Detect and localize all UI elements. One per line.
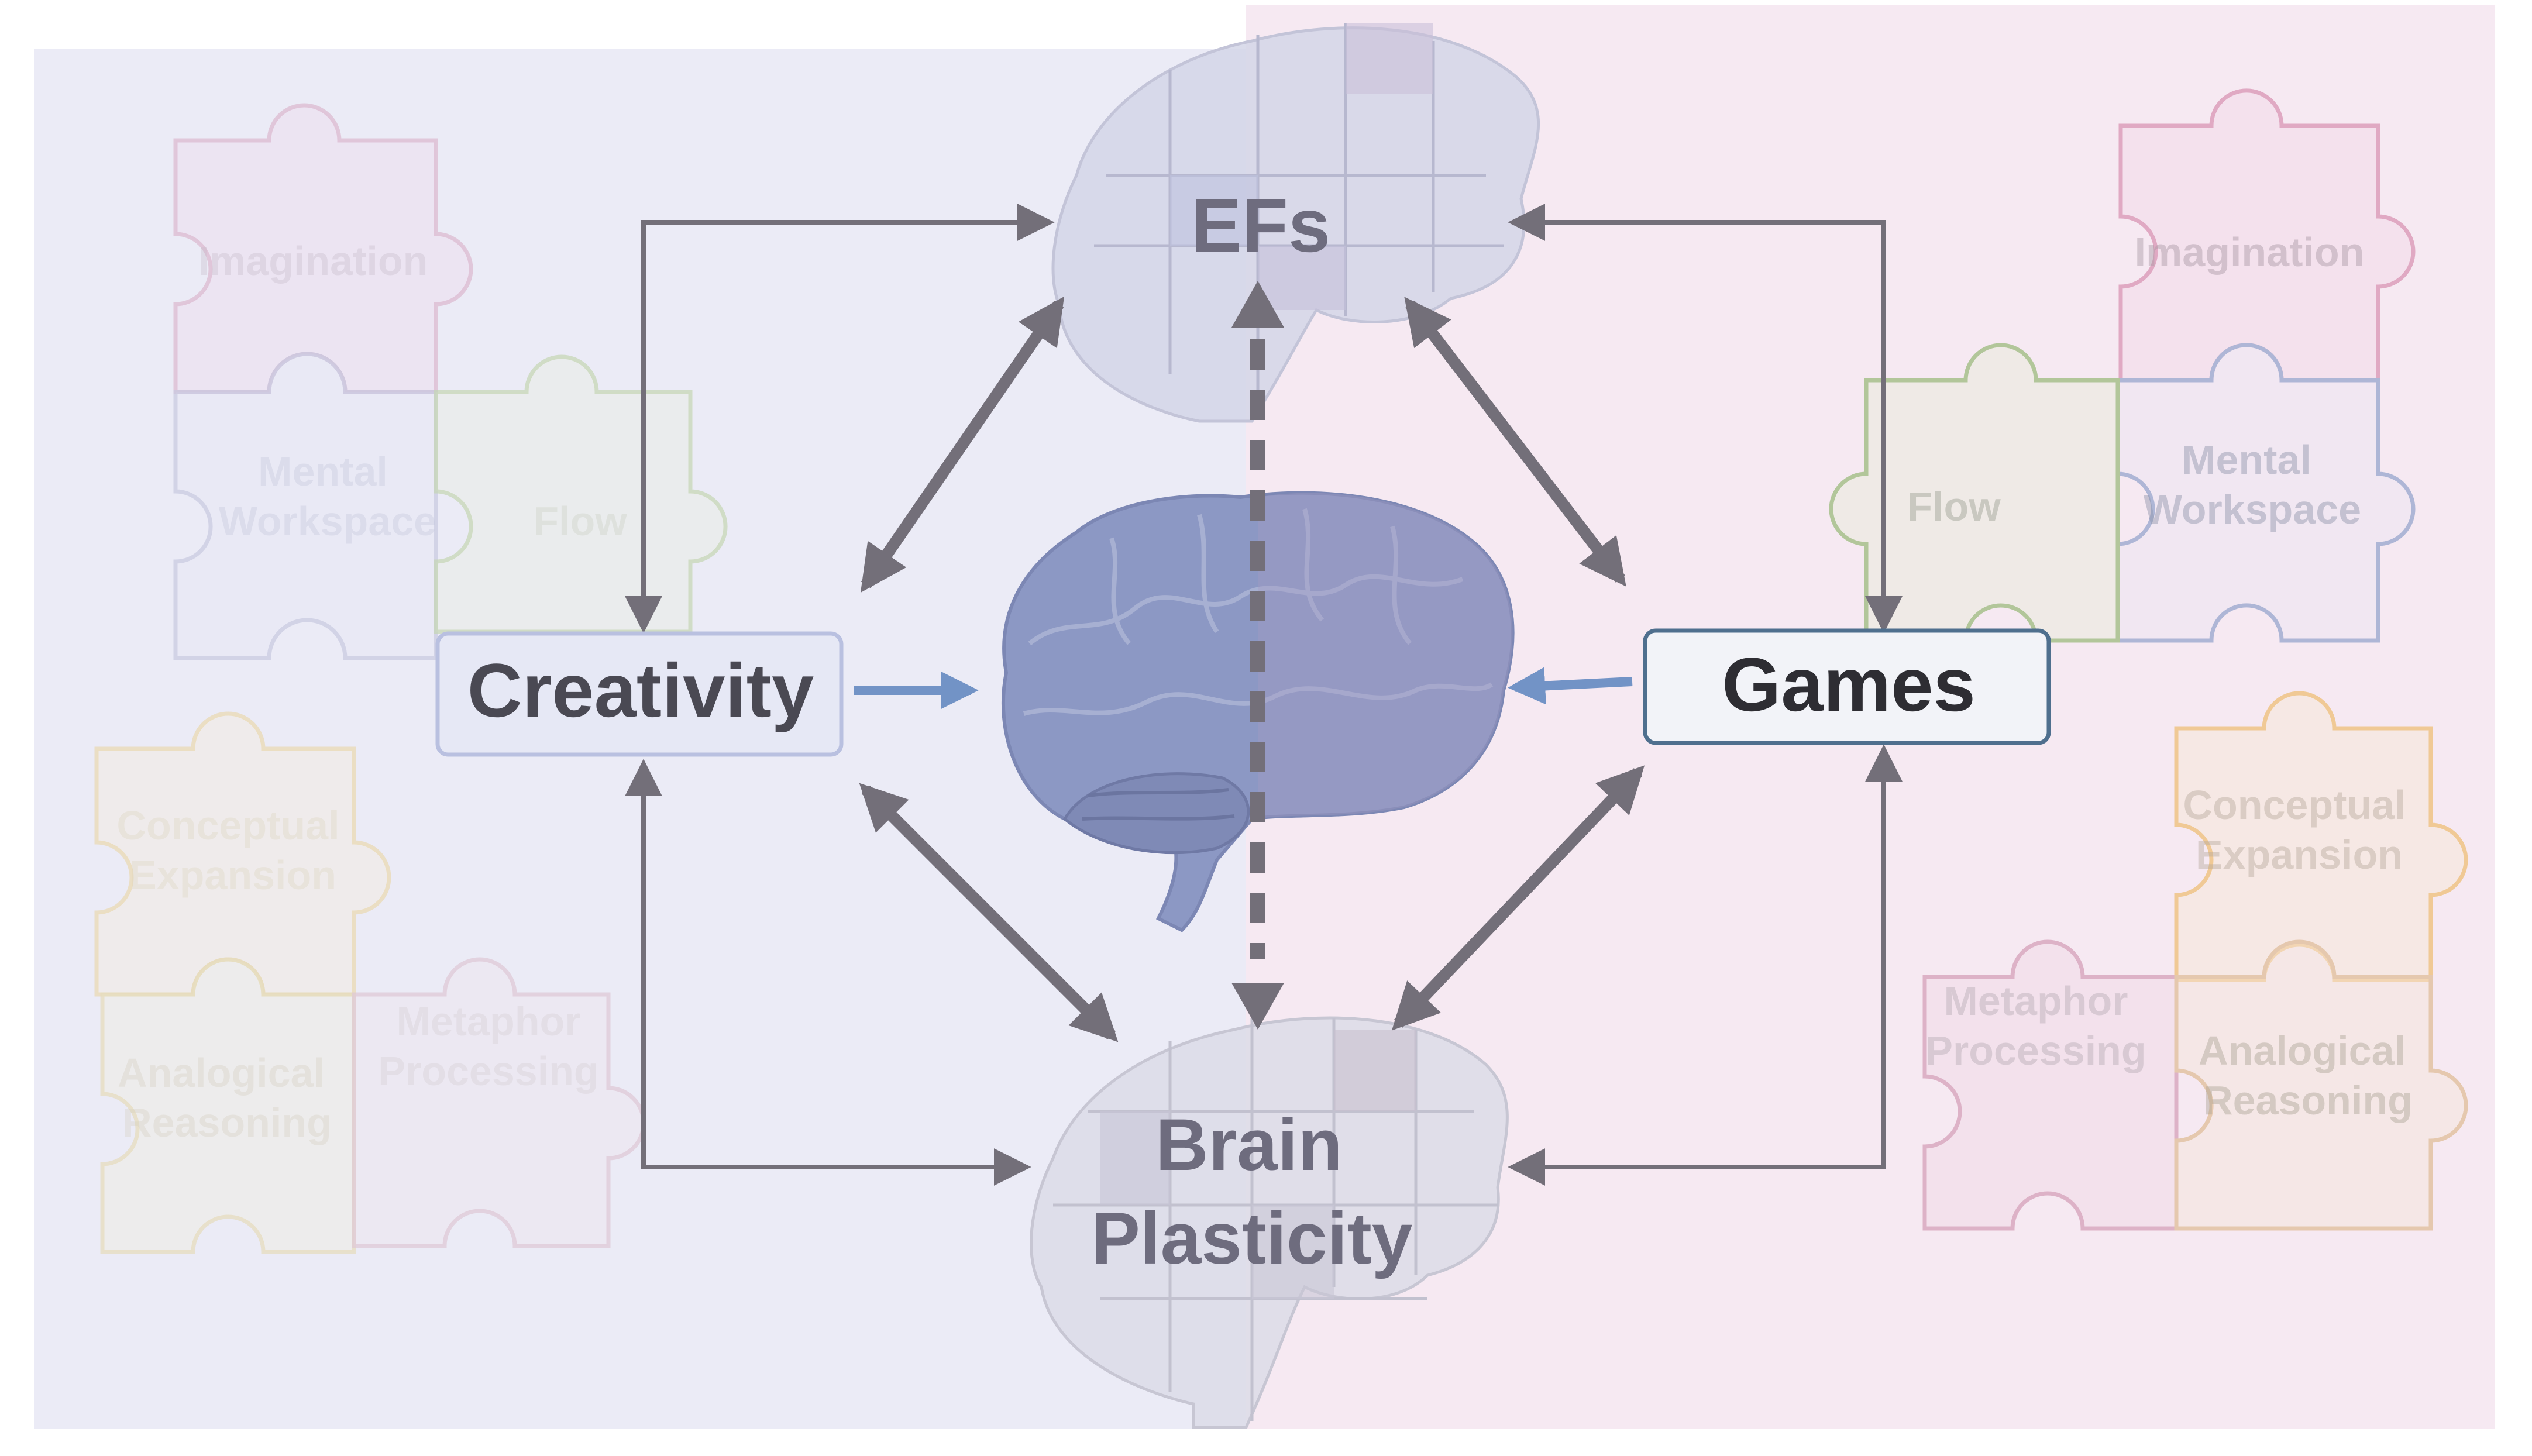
- left-imagination-label: Imagination: [198, 238, 428, 284]
- puzzle-piece-icon: [2115, 343, 2416, 643]
- games-efs-double-arrow: [1404, 297, 1626, 587]
- puzzle-piece-icon: [2174, 939, 2468, 1231]
- right-analogical-reasoning-label-1: Analogical: [2199, 1028, 2406, 1073]
- efs-label: EFs: [1191, 183, 1330, 268]
- right-imagination-label: Imagination: [2135, 229, 2365, 275]
- brain-plasticity-puzzle-brain: Brain Plasticity: [1030, 1016, 1509, 1429]
- creativity-efs-double-arrow: [860, 296, 1065, 593]
- right-puzzle-group: Imagination Mental Workspace Flow Concep…: [1829, 88, 2468, 1231]
- right-metaphor-processing-label-2: Processing: [1925, 1028, 2146, 1073]
- left-mental-workspace-label-1: Mental: [258, 449, 388, 494]
- left-conceptual-expansion-label-2: Expansion: [129, 852, 336, 898]
- right-mental-workspace-label-1: Mental: [2182, 437, 2311, 483]
- puzzle-brain-icon: [1030, 1016, 1509, 1429]
- brain-plasticity-label-2: Plasticity: [1092, 1198, 1413, 1279]
- puzzle-piece-icon: [434, 354, 728, 634]
- creativity-plasticity-double-arrow: [859, 783, 1119, 1042]
- brain-plasticity-label-1: Brain: [1155, 1104, 1343, 1186]
- left-conceptual-expansion-label-1: Conceptual: [116, 803, 339, 848]
- left-mental-workspace-label-2: Workspace: [219, 498, 436, 544]
- puzzle-piece-icon: [173, 352, 438, 660]
- games-brain-arrow: [1508, 667, 1633, 705]
- right-mental-workspace-label-2: Workspace: [2144, 487, 2361, 532]
- puzzle-brain-icon: [1051, 23, 1540, 423]
- left-analogical-reasoning-label-1: Analogical: [118, 1050, 325, 1096]
- thick-connectors: [859, 296, 1645, 1042]
- right-metaphor-processing-label-1: Metaphor: [1944, 978, 2128, 1024]
- thin-connectors: [625, 204, 1903, 1186]
- right-conceptual-expansion-label-2: Expansion: [2196, 832, 2403, 877]
- games-label: Games: [1722, 642, 1976, 727]
- creativity-plasticity-connector: [625, 759, 1031, 1186]
- creativity-node: Creativity: [435, 631, 844, 757]
- games-node: Games: [1643, 628, 2051, 745]
- efs-puzzle-brain: EFs: [1051, 23, 1540, 423]
- dashed-arrow-head-top: [1231, 281, 1284, 328]
- games-plasticity-double-arrow: [1391, 765, 1645, 1031]
- left-metaphor-processing-label-2: Processing: [378, 1048, 598, 1094]
- creativity-efs-connector: [625, 204, 1055, 634]
- games-efs-connector: [1508, 204, 1903, 634]
- creativity-label: Creativity: [467, 648, 814, 733]
- left-flow-label: Flow: [534, 498, 627, 544]
- puzzle-piece-icon: [100, 957, 356, 1254]
- dashed-arrow-head-bottom: [1231, 983, 1284, 1030]
- left-analogical-reasoning-label-2: Reasoning: [122, 1100, 332, 1145]
- right-analogical-reasoning-label-2: Reasoning: [2203, 1078, 2413, 1123]
- right-conceptual-expansion-label-1: Conceptual: [2183, 782, 2406, 828]
- puzzle-piece-icon: [1922, 939, 2179, 1231]
- right-flow-label: Flow: [1907, 484, 2001, 529]
- games-plasticity-connector: [1508, 744, 1903, 1186]
- left-metaphor-processing-label-1: Metaphor: [397, 999, 581, 1044]
